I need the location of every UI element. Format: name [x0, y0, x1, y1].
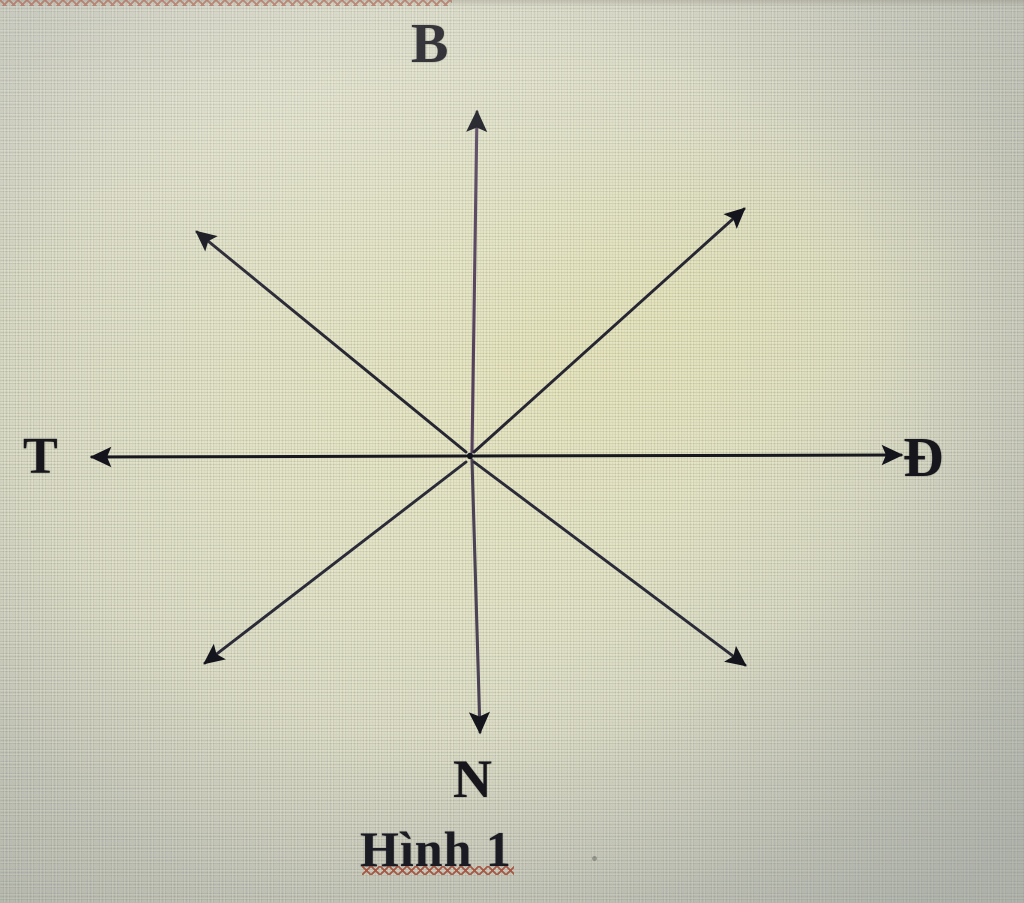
axis-north-south: [466, 109, 491, 735]
top-edge-shadow: [0, 0, 1024, 7]
direction-label-south: N: [453, 749, 492, 809]
axis-northeast-southwest: [203, 207, 746, 665]
ray-southeast: [472, 460, 747, 667]
ray-west: [89, 446, 468, 468]
ray-northwest: [195, 230, 468, 454]
ray-north: [466, 109, 488, 454]
direction-label-east: Đ: [903, 427, 944, 489]
axis-west-east: [89, 444, 904, 468]
direction-label-west: T: [23, 428, 58, 485]
photo-speck: [592, 856, 597, 861]
ray-northeast: [472, 207, 746, 454]
ray-southwest: [203, 460, 468, 665]
caption-spellcheck-squiggle: [362, 866, 514, 875]
ray-east: [472, 444, 904, 466]
origin-point: [466, 452, 474, 460]
ray-south: [468, 458, 491, 735]
axis-northwest-southeast: [195, 230, 747, 667]
direction-label-north: B: [411, 13, 449, 75]
top-cutoff-spellcheck-squiggle: [0, 0, 452, 6]
